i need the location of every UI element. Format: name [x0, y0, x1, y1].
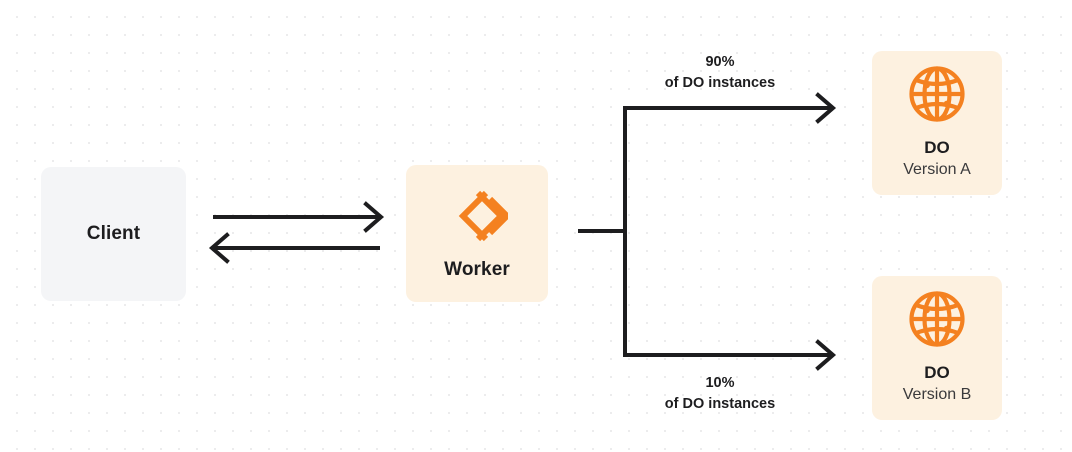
- node-client: Client: [41, 167, 186, 301]
- edge-label-do-b: 10% of DO instances: [595, 373, 845, 415]
- edge-label-do-a-percent: 90%: [705, 54, 735, 70]
- globe-icon: [908, 290, 966, 348]
- node-do-version-b: DO Version B: [872, 276, 1002, 420]
- arrow-client-to-worker: [213, 201, 385, 233]
- edge-label-do-a-caption: of DO instances: [664, 75, 776, 92]
- node-do-b-sublabel: Version B: [902, 386, 972, 404]
- globe-icon: [908, 65, 966, 123]
- arrow-worker-to-do-a: [623, 92, 837, 124]
- node-client-label: Client: [86, 222, 141, 244]
- node-do-a-sublabel: Version A: [903, 161, 971, 179]
- edge-label-do-a: 90% of DO instances: [595, 52, 845, 94]
- edge-label-do-b-caption: of DO instances: [664, 396, 776, 413]
- node-worker-label: Worker: [444, 259, 510, 281]
- arrow-worker-to-client: [208, 232, 380, 264]
- node-do-b-label: DO: [924, 362, 950, 382]
- node-worker: Worker: [406, 165, 548, 302]
- arrow-worker-to-do-b: [623, 339, 837, 371]
- node-do-a-label: DO: [924, 137, 950, 157]
- cloudflare-workers-icon: [446, 185, 512, 247]
- node-do-version-a: DO Version A: [872, 51, 1002, 195]
- edge-label-do-b-percent: 10%: [705, 375, 735, 391]
